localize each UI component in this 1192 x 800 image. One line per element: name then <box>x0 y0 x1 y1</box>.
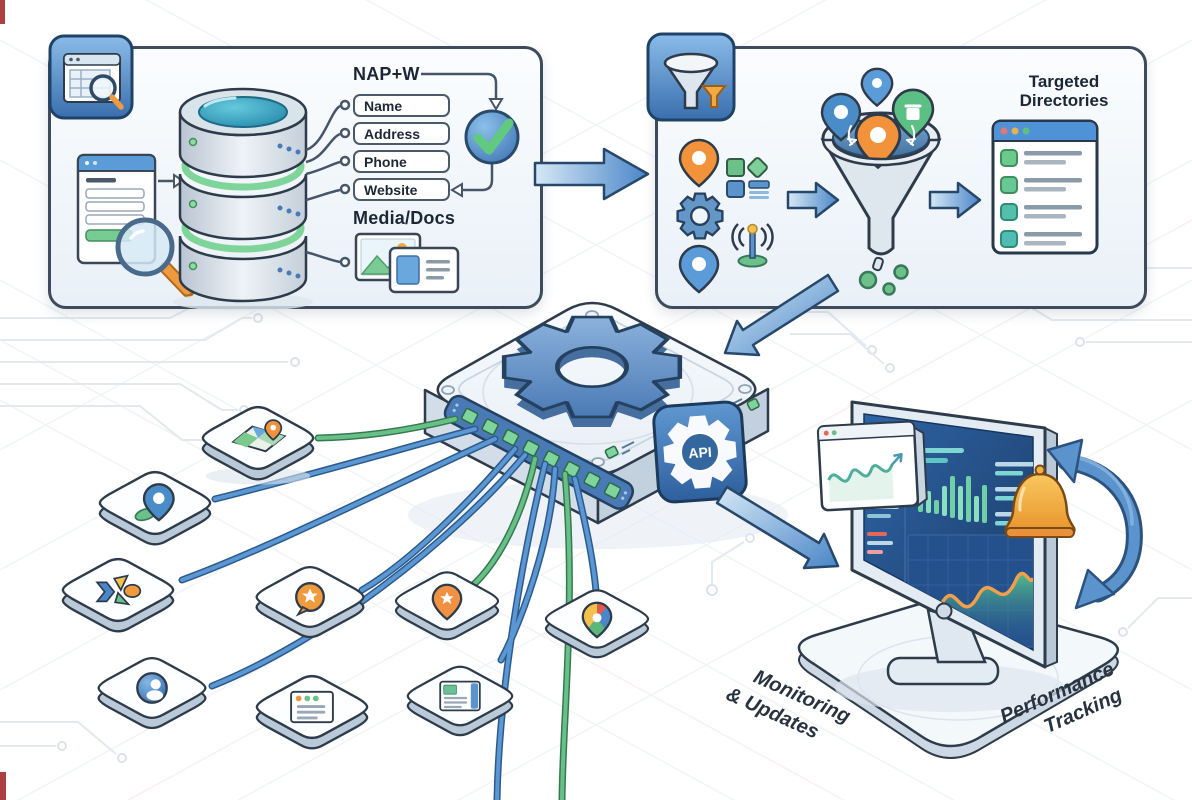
filtering-panel-content <box>646 32 1099 296</box>
hub-side-details <box>604 398 760 459</box>
field-website: Website <box>353 178 450 201</box>
verified-check-icon <box>464 109 520 165</box>
targeted-line1: Targeted <box>1028 72 1100 91</box>
targeted-directories-heading: Targeted Directories <box>996 72 1132 110</box>
magnifier-icon <box>115 217 195 298</box>
article-card-tile <box>406 665 514 737</box>
funnel-badge-icon <box>646 32 736 122</box>
corner-marks <box>0 0 6 800</box>
field-connectors <box>305 99 351 268</box>
monitoring-scene <box>797 400 1143 759</box>
google-maps-pin-tile <box>544 589 650 659</box>
directory-checklist-icon <box>991 119 1099 255</box>
field-address: Address <box>353 122 450 145</box>
funnel-icon <box>820 67 942 296</box>
monitor-stand <box>886 608 1000 686</box>
antenna-icon <box>731 223 774 268</box>
hub-to-monitor-arrow <box>715 485 840 570</box>
sync-cycle-arrows-icon <box>1046 438 1143 610</box>
funnel-to-directories-arrow <box>928 181 982 219</box>
port-strip-icon <box>443 394 635 510</box>
api-badge-icon: API <box>652 400 748 504</box>
listing-card-tile <box>255 674 369 750</box>
input-icons-cluster <box>676 138 774 294</box>
multicolor-logo-tile <box>61 557 175 633</box>
doc-thumbnail-icon <box>388 246 460 294</box>
api-badge-label: API <box>688 444 712 462</box>
bar-chart <box>918 476 987 523</box>
doc-to-db-arrow <box>158 173 185 189</box>
targeted-line2: Directories <box>1019 91 1109 110</box>
database-icon <box>173 87 313 311</box>
field-phone: Phone <box>353 150 450 173</box>
nap-heading: NAP+W <box>353 64 420 84</box>
map-tile <box>201 405 315 485</box>
trend-card-icon <box>816 420 928 512</box>
icons-to-funnel-arrow <box>786 181 840 219</box>
funnel-pins <box>820 67 935 169</box>
extract-to-filter-arrow <box>533 147 650 201</box>
validation-flow-arrows <box>421 72 504 198</box>
category-squares-icon <box>726 157 770 199</box>
location-pin-tile <box>98 470 212 546</box>
filter-to-hub-arrow <box>723 273 840 357</box>
checklist-rows <box>1000 149 1082 248</box>
star-bubble-review-tile <box>255 565 365 639</box>
alert-bell-icon <box>1004 464 1076 538</box>
field-name: Name <box>353 94 450 117</box>
browser-audit-search-icon <box>48 34 134 120</box>
gear-icon <box>676 192 724 240</box>
star-pin-review-tile <box>394 571 500 641</box>
media-heading: Media/Docs <box>353 208 456 228</box>
platform-tiles <box>61 405 650 750</box>
profile-person-tile <box>97 656 207 730</box>
extraction-panel-content <box>48 34 520 311</box>
